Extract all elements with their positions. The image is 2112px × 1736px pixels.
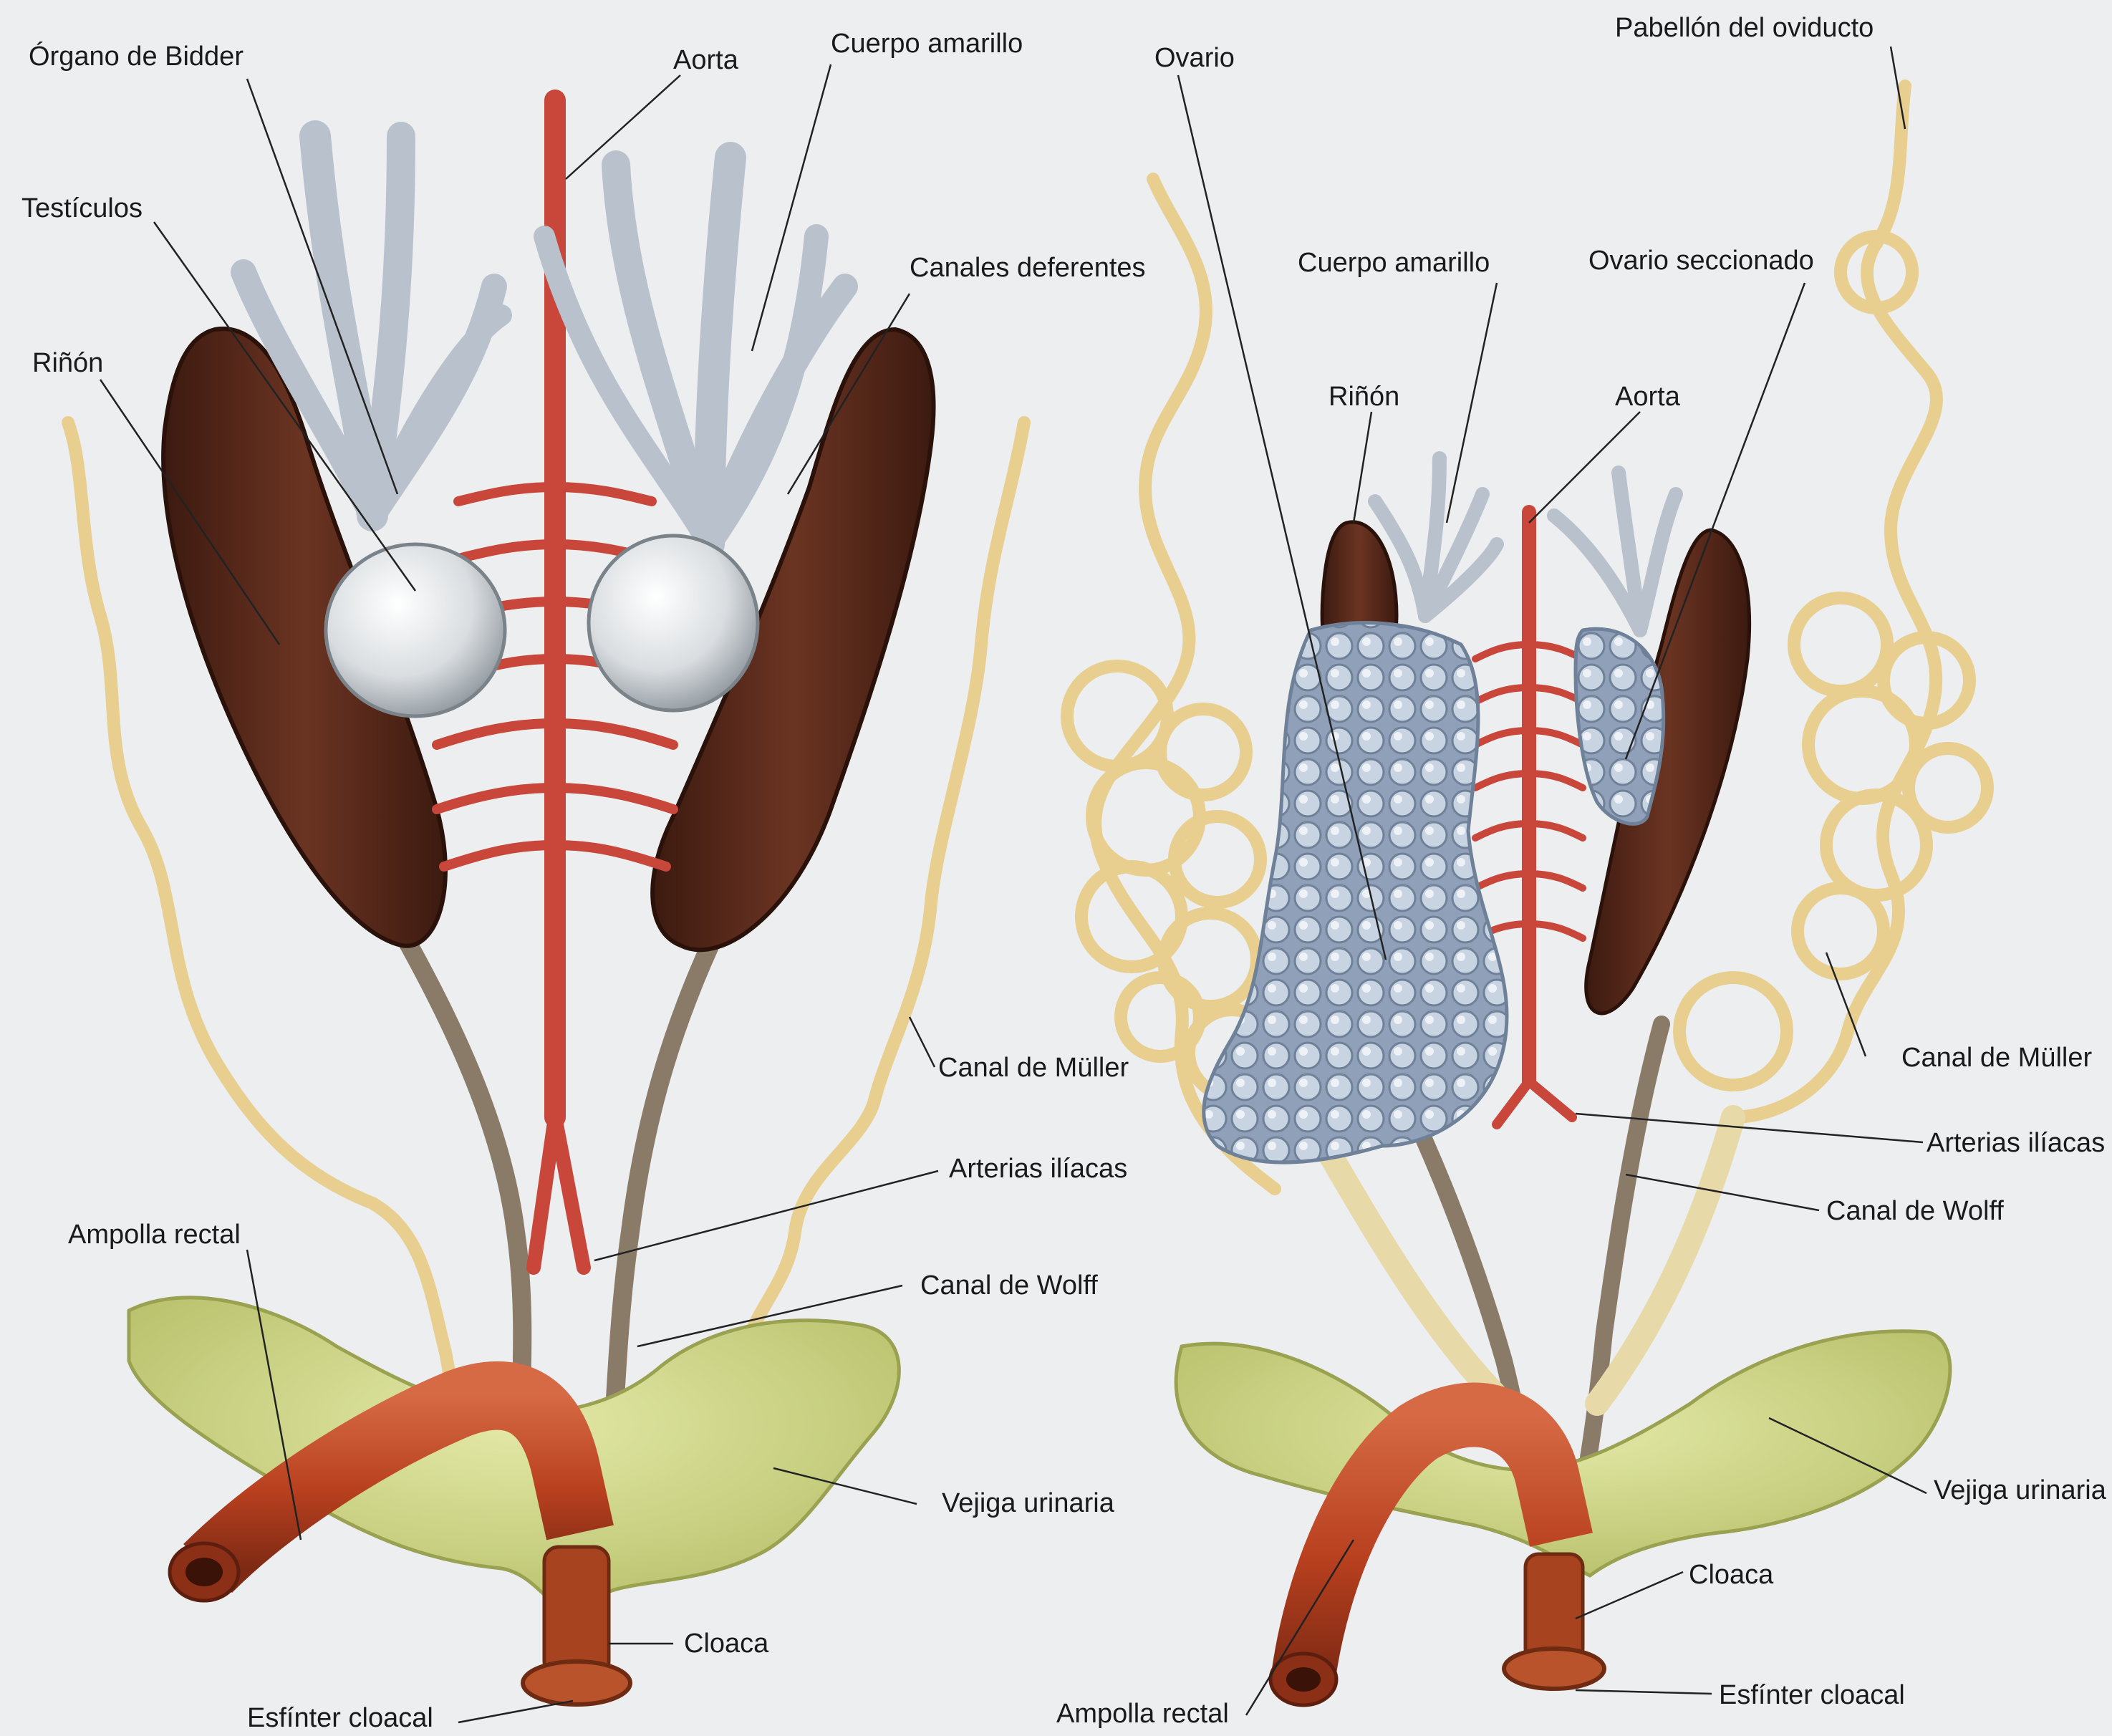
label-organo-bidder: Órgano de Bidder [29,43,243,70]
label-esfinter-cloacal-left: Esfínter cloacal [247,1704,433,1732]
left-testis-left [326,544,505,716]
label-pabellon-oviducto: Pabellón del oviducto [1615,14,1874,42]
right-panel-female [1067,86,1987,1705]
right-ovary-sectioned [1576,629,1664,824]
right-cloacal-sphincter [1504,1649,1604,1689]
label-ampolla-rectal-left: Ampolla rectal [68,1221,241,1248]
right-wolff-canal-right [1583,1024,1662,1490]
label-cloaca-right: Cloaca [1689,1561,1773,1588]
right-cloaca [1525,1554,1583,1662]
label-testiculos: Testículos [21,195,143,222]
label-rinon-right: Riñón [1329,383,1399,410]
label-rinon-left: Riñón [32,349,103,377]
left-testis-right [589,536,758,710]
label-ovario: Ovario [1154,44,1235,72]
label-aorta-left: Aorta [673,47,738,74]
label-esfinter-cloacal-right: Esfínter cloacal [1719,1682,1905,1709]
left-cloacal-sphincter [523,1662,630,1704]
label-cuerpo-amarillo-right: Cuerpo amarillo [1298,249,1490,276]
right-fat-body-right [1554,473,1676,630]
label-canal-wolff-left: Canal de Wolff [920,1272,1098,1299]
label-canal-muller-left: Canal de Müller [938,1054,1129,1081]
label-vejiga-urinaria-right: Vejiga urinaria [1934,1477,2106,1504]
label-ampolla-rectal-right: Ampolla rectal [1056,1700,1229,1727]
label-canal-muller-right: Canal de Müller [1901,1044,2092,1071]
label-arterias-iliacas-right: Arterias ilíacas [1927,1129,2105,1157]
label-ovario-seccionado: Ovario seccionado [1588,247,1814,274]
label-cuerpo-amarillo-left: Cuerpo amarillo [831,30,1023,57]
label-canal-wolff-right: Canal de Wolff [1826,1197,2004,1225]
label-canales-deferentes: Canales deferentes [910,254,1146,281]
label-cloaca-left: Cloaca [684,1630,768,1657]
left-cloaca [544,1547,609,1676]
label-aorta-right: Aorta [1615,383,1680,410]
label-arterias-iliacas-left: Arterias ilíacas [949,1155,1127,1182]
label-vejiga-urinaria-left: Vejiga urinaria [942,1490,1114,1517]
